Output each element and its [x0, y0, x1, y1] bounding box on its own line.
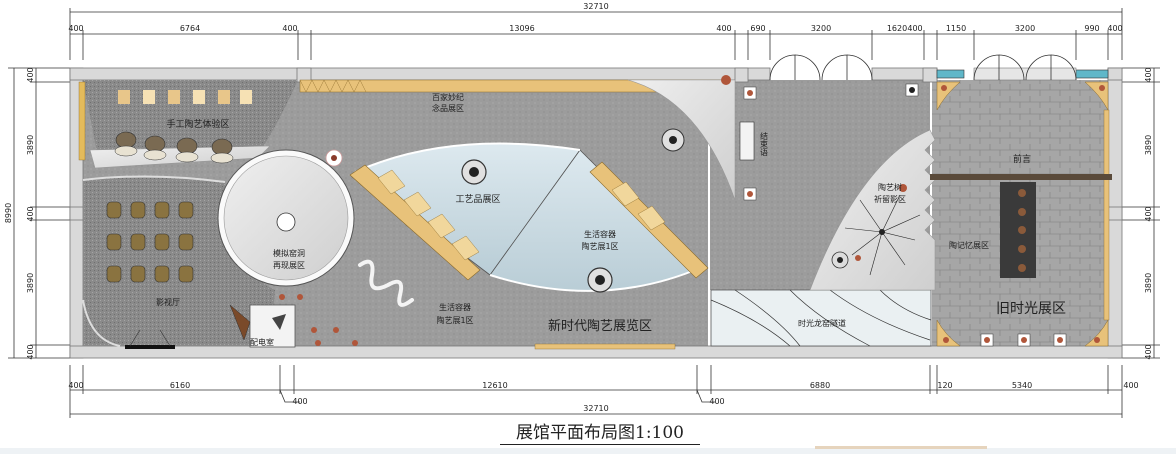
- dim-top-seg: 400: [68, 24, 83, 33]
- dim-left-total: 8990: [4, 203, 13, 223]
- dim-right-seg: 400: [1144, 67, 1153, 82]
- right-dimension-labels: 400 3890 400 3890 400: [1144, 67, 1153, 359]
- bottom-shelf: [534, 343, 676, 350]
- zone-label-hundred-2: 念品展区: [432, 103, 464, 113]
- zone-label-daily2-a: 生活容器: [439, 302, 471, 312]
- dim-left-seg: 3890: [26, 135, 35, 155]
- zone-label-corridor: 时光龙窑隧道: [798, 318, 846, 328]
- entrance-doors: [769, 54, 1077, 81]
- ending-area: 结束语: [739, 83, 919, 201]
- zone-label-new-era: 新时代陶艺展览区: [548, 318, 652, 334]
- zone-label-tree-a: 陶艺树: [878, 182, 902, 192]
- zone-label-preface: 前言: [1013, 153, 1031, 165]
- plan-title: 展馆平面布局图1:100: [500, 422, 700, 445]
- dim-right-seg: 3890: [1144, 273, 1153, 293]
- page-bottom-bar: [815, 446, 987, 449]
- dim-bottom-seg: 400: [68, 381, 83, 390]
- dim-left-seg: 3890: [26, 273, 35, 293]
- dim-top-seg: 400: [716, 24, 731, 33]
- dim-bottom-seg: 120: [937, 381, 952, 390]
- dim-right-seg: 3890: [1144, 135, 1153, 155]
- right-dimensions: [1122, 67, 1160, 359]
- dim-bottom-seg: 6880: [810, 381, 830, 390]
- dim-top-seg: 3200: [811, 24, 831, 33]
- display-discs: [279, 75, 731, 346]
- dim-bottom-seg: 12610: [482, 381, 507, 390]
- dim-top-seg: 6764: [180, 24, 200, 33]
- corridor-area: 时光龙窑隧道: [710, 289, 932, 347]
- dim-right-seg: 400: [1144, 206, 1153, 221]
- tree-area: 陶艺树 祈留影区: [809, 129, 936, 291]
- dim-bottom-sub: 400: [292, 397, 307, 406]
- dim-top-seg: 3200: [1015, 24, 1035, 33]
- dim-top-seg: 1620: [887, 24, 907, 33]
- dim-top-seg: 400: [282, 24, 297, 33]
- page-bottom-band: [0, 448, 1176, 454]
- zone-label-old-times: 旧时光展区: [996, 301, 1066, 317]
- zone-label-hundred: 百家妙纪: [432, 92, 464, 102]
- dim-top-seg: 1150: [946, 24, 966, 33]
- zone-label-handcraft: 手工陶艺体验区: [166, 118, 229, 130]
- dim-bottom-seg: 400: [1123, 381, 1138, 390]
- zone-label-memory: 陶记忆展区: [949, 240, 989, 250]
- bottom-dimensions: [69, 365, 1123, 418]
- bottom-dimension-labels: 400 6160 12610 6880 120 5340 400 400 400…: [68, 381, 1138, 413]
- zone-label-tree-b: 祈留影区: [874, 194, 906, 204]
- hundred-area: 百家妙纪 念品展区: [299, 79, 726, 113]
- power-room: 配电室: [229, 304, 296, 348]
- zone-label-daily1-a: 生活容器: [584, 229, 616, 239]
- dim-top-seg: 690: [750, 24, 765, 33]
- zone-label-power: 配电室: [250, 337, 274, 347]
- left-dimension-labels: 8990 400 3890 400 3890 400: [4, 67, 35, 359]
- zone-label-craft-products: 工艺品展区: [455, 194, 500, 205]
- marble-curve-panel: [627, 79, 736, 201]
- dim-bottom-seg: 6160: [170, 381, 190, 390]
- dim-left-seg: 400: [26, 344, 35, 359]
- kiln-area: 模拟窑洞 再现展区: [217, 149, 355, 287]
- zone-label-daily2-b: 陶艺展1区: [436, 315, 473, 325]
- zone-label-ending: 结束语: [760, 131, 769, 157]
- left-dimensions: [8, 67, 70, 359]
- dim-top-total: 32710: [583, 2, 608, 11]
- dim-bottom-total: 32710: [583, 404, 608, 413]
- central-lens-areas: 工艺品展区 生活容器 陶艺展1区: [349, 142, 709, 293]
- dim-left-seg: 400: [26, 206, 35, 221]
- dim-top-seg: 400: [1107, 24, 1122, 33]
- zone-label-kiln-b: 再现展区: [273, 261, 305, 270]
- outer-walls: [69, 67, 1123, 359]
- dim-bottom-sub: 400: [709, 397, 724, 406]
- dim-top-seg: 400: [907, 24, 922, 33]
- zone-label-daily1-b: 陶艺展1区: [581, 241, 618, 251]
- dim-right-seg: 400: [1144, 344, 1153, 359]
- zone-label-theater: 影视厅: [156, 297, 180, 307]
- dim-top-seg: 13096: [509, 24, 534, 33]
- handcraft-area: 手工陶艺体验区: [78, 80, 297, 169]
- old-times-area: 前言 陶记忆展区 旧时光展区: [930, 81, 1112, 347]
- decorative-wave: [358, 259, 414, 307]
- zone-label-kiln-a: 模拟窑洞: [273, 248, 305, 258]
- dim-left-seg: 400: [26, 67, 35, 82]
- top-dimension-labels: 32710 400 6764 400 13096 400 690 3200 16…: [68, 2, 1122, 33]
- windows: [936, 67, 1109, 81]
- dim-top-seg: 990: [1084, 24, 1099, 33]
- top-dimensions: [69, 8, 1123, 60]
- dim-bottom-seg: 5340: [1012, 381, 1032, 390]
